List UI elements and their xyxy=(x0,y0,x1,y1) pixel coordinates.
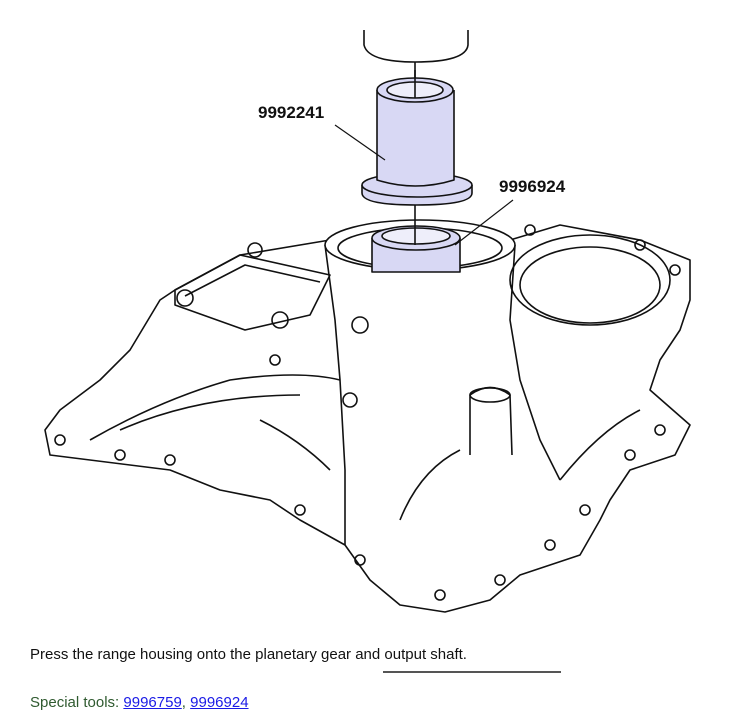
housing-outline xyxy=(44,224,691,613)
press-tool xyxy=(363,30,469,63)
label-9992241: 9992241 xyxy=(258,103,324,122)
illustration-range-housing: 9992241 9996924 xyxy=(44,30,691,613)
special-tools-line: Special tools: 9996759, 9996924 xyxy=(30,694,249,711)
instruction-text: Press the range housing onto the planeta… xyxy=(30,646,467,663)
sleeve-tool-9992241 xyxy=(361,77,473,206)
tool-link-9996759[interactable]: 9996759 xyxy=(123,694,182,711)
label-9996924: 9996924 xyxy=(499,177,566,196)
special-tools-label: Special tools: xyxy=(30,694,120,711)
separator: , xyxy=(181,694,186,711)
divider-line xyxy=(383,671,561,673)
tool-link-9996924[interactable]: 9996924 xyxy=(190,694,249,711)
inner-tool-9996924 xyxy=(371,225,461,273)
bolt-icons xyxy=(54,224,681,601)
